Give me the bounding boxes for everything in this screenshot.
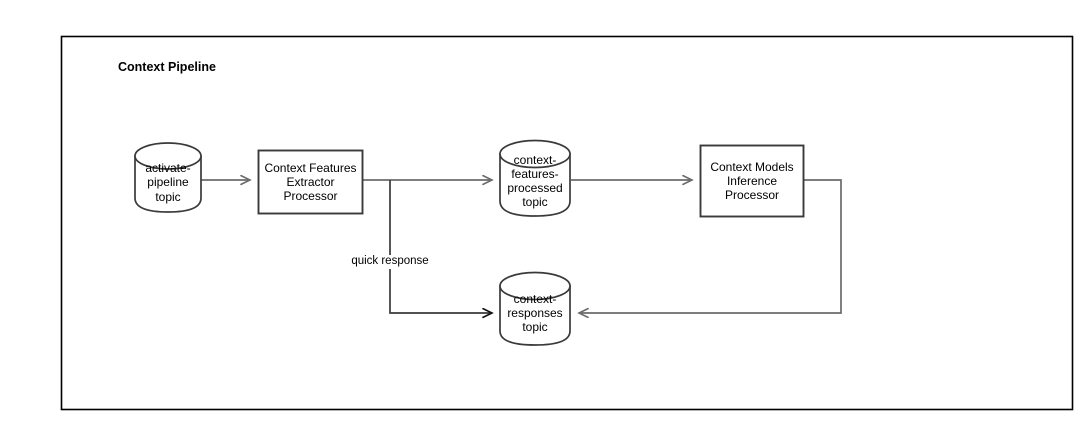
node-context-features-processed-topic[interactable] [499,139,571,217]
pipeline-container [60,35,1074,411]
node-context-features-extractor-processor[interactable] [257,149,364,215]
edge-label-quick-response: quick response [320,253,460,271]
node-context-models-inference-processor[interactable] [699,144,805,218]
quick-response-text: quick response [348,255,432,269]
node-activate-pipeline-topic[interactable] [134,142,202,213]
edge-extractor-to-responses [389,180,492,313]
node-context-responses-topic[interactable] [499,271,571,346]
edge-inference-to-responses [579,179,842,313]
